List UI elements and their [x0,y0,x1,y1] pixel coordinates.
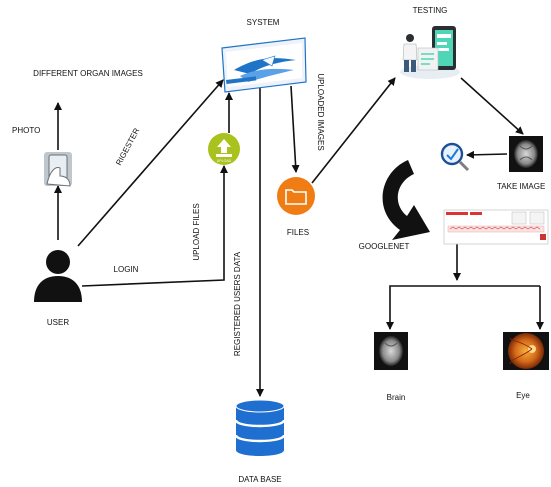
database-icon [234,399,286,456]
edge-login-upload [81,165,228,287]
eye-fundus-icon [503,332,549,370]
user-icon [34,250,82,302]
label-rigester: RIGESTER [114,126,141,167]
edge-testing-take-image [460,77,524,135]
label-login: LOGIN [114,265,139,274]
label-eye: Eye [516,391,530,400]
brain-scan-icon [509,136,543,172]
result-screen-icon [443,209,549,245]
magnifier-icon [440,142,470,172]
label-photo: PHOTO [12,126,40,135]
label-system: SYSTEM [247,18,280,27]
system-computer-icon [221,37,307,93]
edge-files-testing [311,77,396,184]
label-testing: TESTING [413,6,448,15]
label-different-organ-images: DIFFERENT ORGAN IMAGES [33,69,143,78]
brain-output-icon [374,332,408,370]
edge-take-image-magnifier [466,150,508,159]
upload-icon: UPLOAD [208,133,240,165]
folder-icon [277,177,315,215]
label-brain: Brain [387,393,406,402]
label-take-image: TAKE IMAGE [497,182,545,191]
edge-system-files [290,85,300,173]
label-user: USER [47,318,69,327]
upload-icon-text: UPLOAD [217,159,232,163]
edge-split-brain [386,285,540,330]
label-uploaded-images: UPLOADED IMAGES [316,73,325,150]
googlenet-curve-arrow [382,160,430,240]
label-data-base: DATA BASE [238,475,281,484]
testing-device-icon [400,26,460,79]
phone-photo-icon [44,152,72,187]
label-registered-users-data: REGISTERED USERS DATA [233,251,242,356]
label-files: FILES [287,228,309,237]
label-upload-files: UPLOAD FILES [192,203,201,260]
label-googlenet: GOOGLENET [359,242,410,251]
edge-user-system [77,79,224,247]
